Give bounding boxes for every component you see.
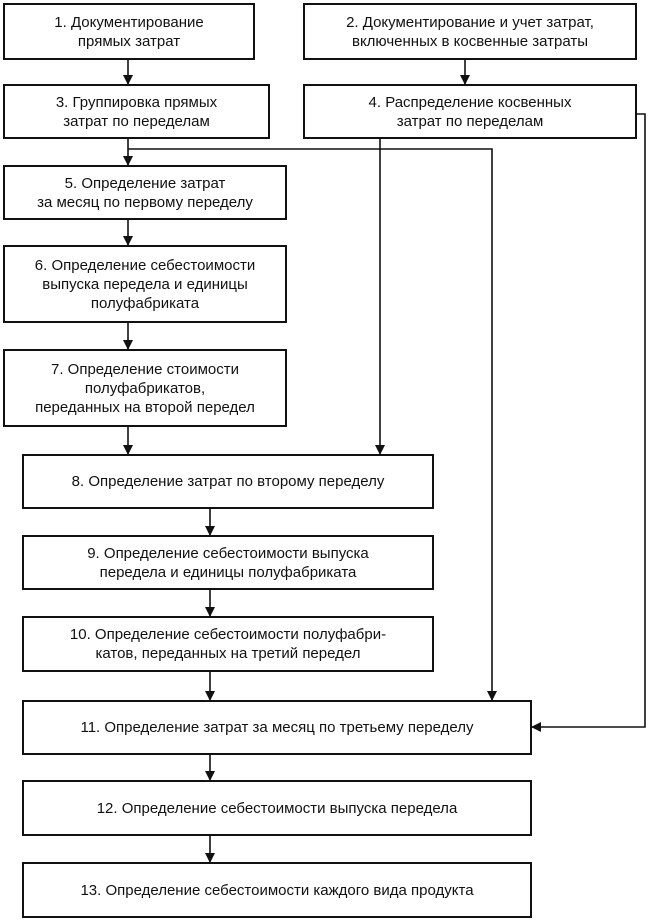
step-9-box: 9. Определение себестоимости выпуска пер… bbox=[22, 535, 434, 590]
step-9-label: 9. Определение себестоимости выпуска пер… bbox=[87, 544, 369, 581]
step-8-box: 8. Определение затрат по второму передел… bbox=[22, 454, 434, 509]
step-8-label: 8. Определение затрат по второму передел… bbox=[71, 473, 385, 490]
step-7-label: 7. Определение стоимости полуфабрикатов,… bbox=[35, 360, 255, 416]
step-13-box: 13. Определение себестоимости каждого ви… bbox=[22, 862, 532, 918]
step-13-label: 13. Определение себестоимости каждого ви… bbox=[80, 881, 474, 899]
step-12-box: 12. Определение себестоимости выпуска пе… bbox=[22, 780, 532, 836]
step-1-box: 1. Документирование прямых затрат bbox=[3, 3, 255, 60]
step-3-label: 3. Группировка прямых затрат по передела… bbox=[55, 93, 218, 130]
step-5-box: 5. Определение затрат за месяц по первом… bbox=[3, 165, 287, 220]
step-12-label: 12. Определение себестоимости выпуска пе… bbox=[96, 799, 458, 817]
step-11-label: 11. Определение затрат за месяц по треть… bbox=[80, 719, 474, 736]
step-2-label: 2. Документирование и учет затрат, включ… bbox=[346, 13, 594, 50]
step-4-label: 4. Распределение косвенных затрат по пер… bbox=[368, 93, 572, 130]
step-3-box: 3. Группировка прямых затрат по передела… bbox=[3, 84, 270, 139]
step-6-label: 6. Определение себестоимости выпуска пер… bbox=[34, 256, 256, 312]
step-4-box: 4. Распределение косвенных затрат по пер… bbox=[303, 84, 637, 139]
step-10-box: 10. Определение себестоимости полуфабри-… bbox=[22, 616, 434, 672]
step-1-label: 1. Документирование прямых затрат bbox=[54, 13, 204, 50]
step-2-box: 2. Документирование и учет затрат, включ… bbox=[303, 3, 637, 60]
arrow-n3-to-n11 bbox=[128, 148, 497, 701]
step-10-label: 10. Определение себестоимости полуфабри-… bbox=[69, 626, 387, 662]
step-5-label: 5. Определение затрат за месяц по первом… bbox=[37, 174, 253, 211]
step-7-box: 7. Определение стоимости полуфабрикатов,… bbox=[3, 349, 287, 427]
step-11-box: 11. Определение затрат за месяц по треть… bbox=[22, 700, 532, 755]
arrow-n4-to-n11 bbox=[531, 113, 646, 732]
step-6-box: 6. Определение себестоимости выпуска пер… bbox=[3, 245, 287, 323]
